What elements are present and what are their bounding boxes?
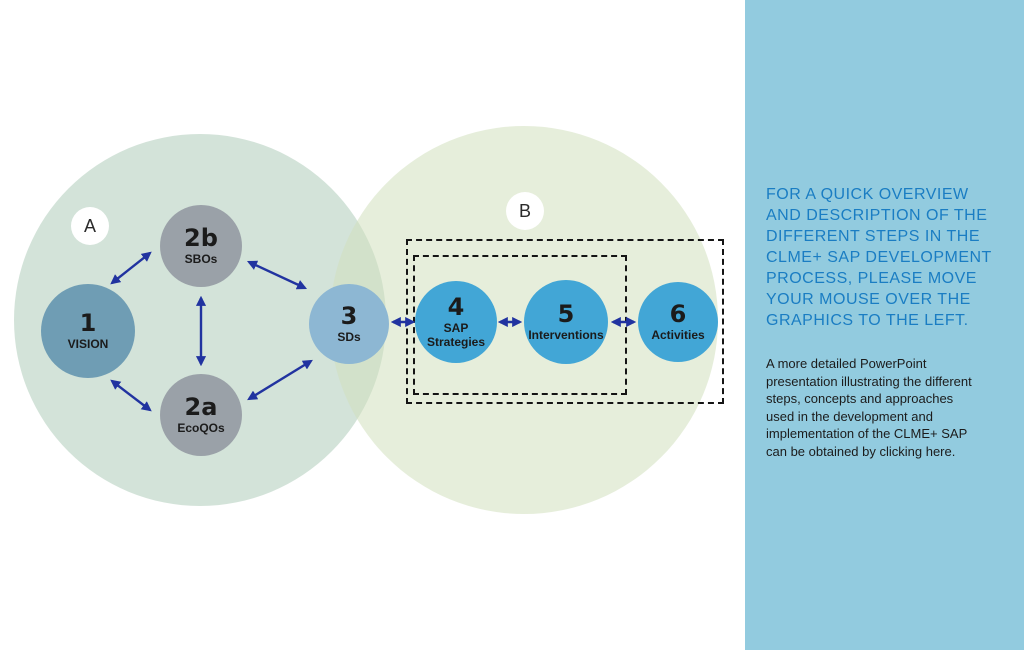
group-a-badge: A <box>71 207 109 245</box>
node-6-activities[interactable]: 6 Activities <box>638 282 718 362</box>
group-b-label: B <box>518 200 531 221</box>
node-label: SBOs <box>184 252 218 266</box>
node-label: SDs <box>337 330 361 344</box>
node-2b-sbos[interactable]: 2b SBOs <box>160 205 242 287</box>
node-4-sap-strategies[interactable]: 4 SAP Strategies <box>415 281 497 363</box>
node-number: 6 <box>669 300 687 328</box>
group-a-label: A <box>83 215 96 236</box>
node-3-sds[interactable]: 3 SDs <box>309 284 389 364</box>
node-number: 2b <box>184 224 218 252</box>
instruction-sidebar: FOR A QUICK OVERVIEW AND DESCRIPTION OF … <box>745 0 1024 650</box>
node-number: 4 <box>447 293 465 321</box>
node-5-interventions[interactable]: 5 Interventions <box>524 280 608 364</box>
node-number: 5 <box>557 300 575 328</box>
group-b-badge: B <box>506 192 544 230</box>
node-label: Activities <box>651 328 705 342</box>
sidebar-body-text: A more detailed PowerPoint presentation … <box>766 355 984 460</box>
node-label: EcoQOs <box>177 421 225 435</box>
node-label: Interventions <box>528 328 604 342</box>
node-label: VISION <box>67 337 109 351</box>
body-text-before-link: A more detailed PowerPoint presentation … <box>766 356 972 459</box>
node-number: 3 <box>340 302 358 330</box>
node-1-vision[interactable]: 1 VISION <box>41 284 135 378</box>
node-number: 2a <box>184 393 218 421</box>
body-text-after-link: . <box>951 443 956 459</box>
node-number: 1 <box>79 309 97 337</box>
clicking-here-link[interactable]: clicking here <box>879 443 952 459</box>
node-2a-ecoqos[interactable]: 2a EcoQOs <box>160 374 242 456</box>
sidebar-heading: FOR A QUICK OVERVIEW AND DESCRIPTION OF … <box>766 186 992 329</box>
node-label: SAP Strategies <box>426 321 486 349</box>
